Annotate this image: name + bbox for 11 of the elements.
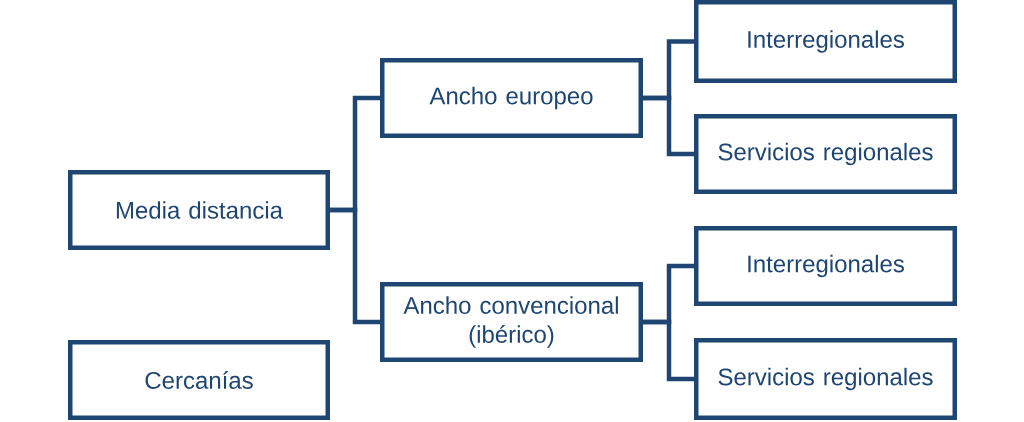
category-box: Ancho convencional (ibérico)	[380, 282, 643, 362]
connector-line	[643, 319, 694, 382]
connector-line	[330, 207, 380, 325]
category-box: Interregionales	[694, 0, 957, 83]
category-box: Ancho europeo	[380, 58, 643, 138]
category-box: Cercanías	[68, 340, 330, 420]
category-box: Media distancia	[68, 170, 330, 250]
category-box: Interregionales	[694, 226, 957, 306]
connector-line	[643, 95, 694, 157]
category-box: Servicios regionales	[694, 114, 957, 194]
category-box: Servicios regionales	[694, 338, 957, 420]
